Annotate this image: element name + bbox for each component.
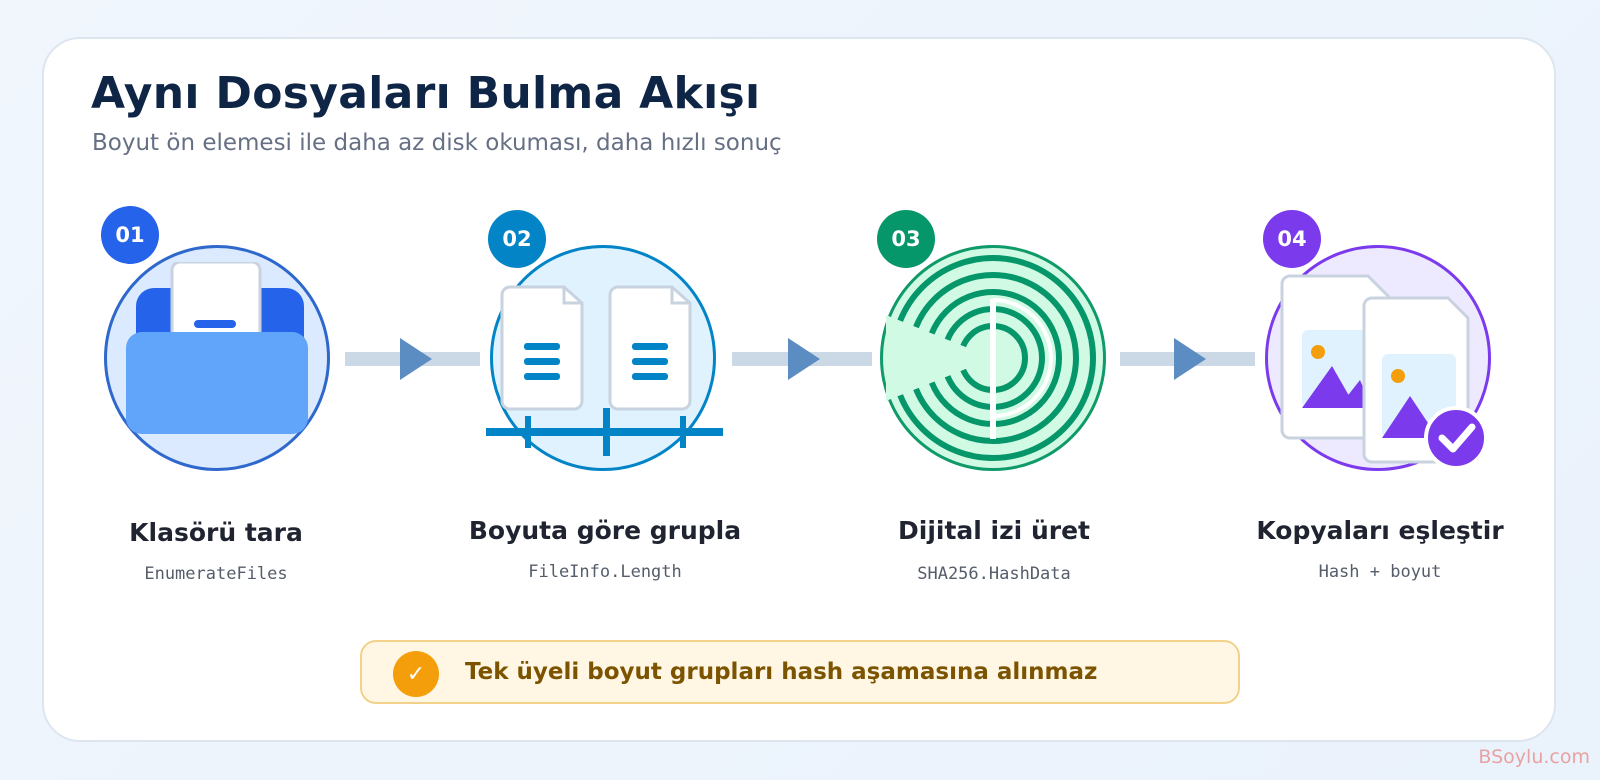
info-note: ✓ Tek üyeli boyut grupları hash aşamasın… — [360, 640, 1240, 704]
folder-icon — [124, 262, 314, 440]
page-title: Aynı Dosyaları Bulma Akışı — [91, 68, 761, 119]
step-2-code: FileInfo.Length — [528, 562, 682, 582]
check-icon: ✓ — [393, 651, 439, 697]
matched-images-icon — [1280, 270, 1500, 480]
arrow-3-icon — [1120, 336, 1255, 382]
step-1-code: EnumerateFiles — [144, 564, 288, 584]
step-3-code: SHA256.HashData — [917, 564, 1071, 584]
step-1-title: Klasörü tara — [129, 518, 303, 547]
note-text: Tek üyeli boyut grupları hash aşamasına … — [465, 659, 1098, 685]
step-2-badge: 02 — [488, 210, 546, 268]
documents-ruler-icon — [486, 283, 726, 463]
step-2-title: Boyuta göre grupla — [468, 516, 742, 545]
page-subtitle: Boyut ön elemesi ile daha az disk okumas… — [92, 130, 782, 156]
step-4-title: Kopyaları eşleştir — [1256, 516, 1504, 545]
arrow-2-icon — [732, 336, 872, 382]
arrow-1-icon — [345, 336, 480, 382]
fingerprint-icon — [880, 245, 1106, 471]
watermark: BSoylu.com — [1478, 746, 1590, 768]
step-3-badge: 03 — [877, 210, 935, 268]
step-3-title: Dijital izi üret — [898, 516, 1090, 545]
step-4-badge: 04 — [1263, 210, 1321, 268]
step-1-badge: 01 — [101, 206, 159, 264]
step-4-code: Hash + boyut — [1318, 562, 1442, 582]
